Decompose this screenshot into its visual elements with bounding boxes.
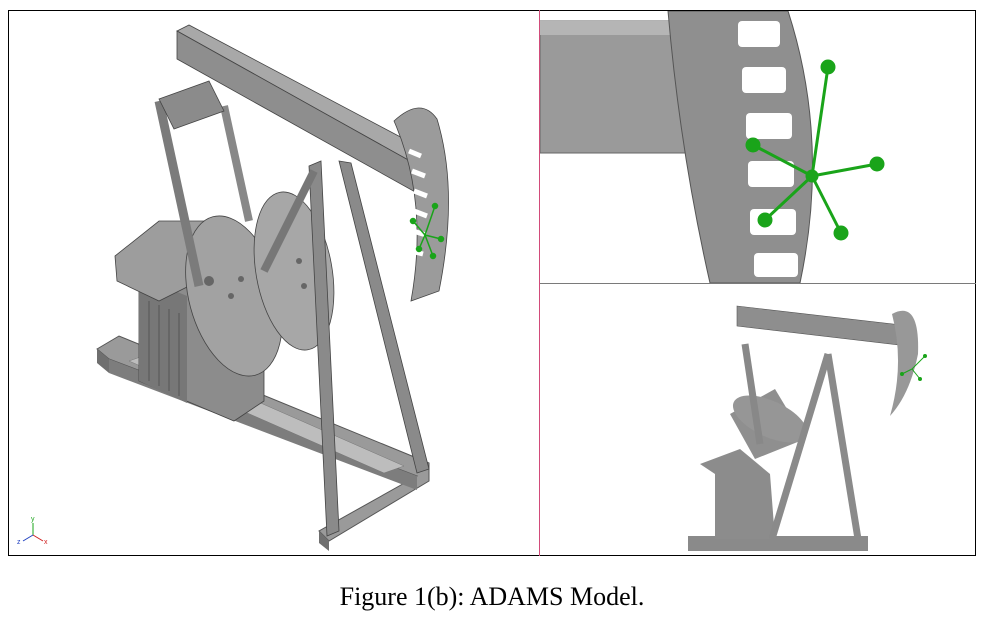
axis-triad-icon: y x z	[17, 516, 48, 546]
isometric-view: y x z	[17, 24, 449, 551]
view-divider-horizontal	[540, 283, 976, 284]
view-divider-vertical	[539, 10, 540, 556]
triad-y-label: y	[31, 516, 35, 523]
triad-z-label: z	[17, 539, 21, 546]
marker-icon	[409, 202, 445, 260]
walking-beam	[158, 24, 428, 194]
pitman-arm	[154, 100, 204, 287]
marker-zoom-icon	[745, 59, 885, 241]
zoom-horsehead-view	[540, 11, 885, 283]
horse-head	[393, 107, 449, 302]
triad-x-label: x	[44, 539, 48, 546]
figure-caption: Figure 1(b): ADAMS Model.	[339, 582, 645, 611]
side-view	[688, 305, 927, 551]
samson-post	[260, 160, 430, 537]
